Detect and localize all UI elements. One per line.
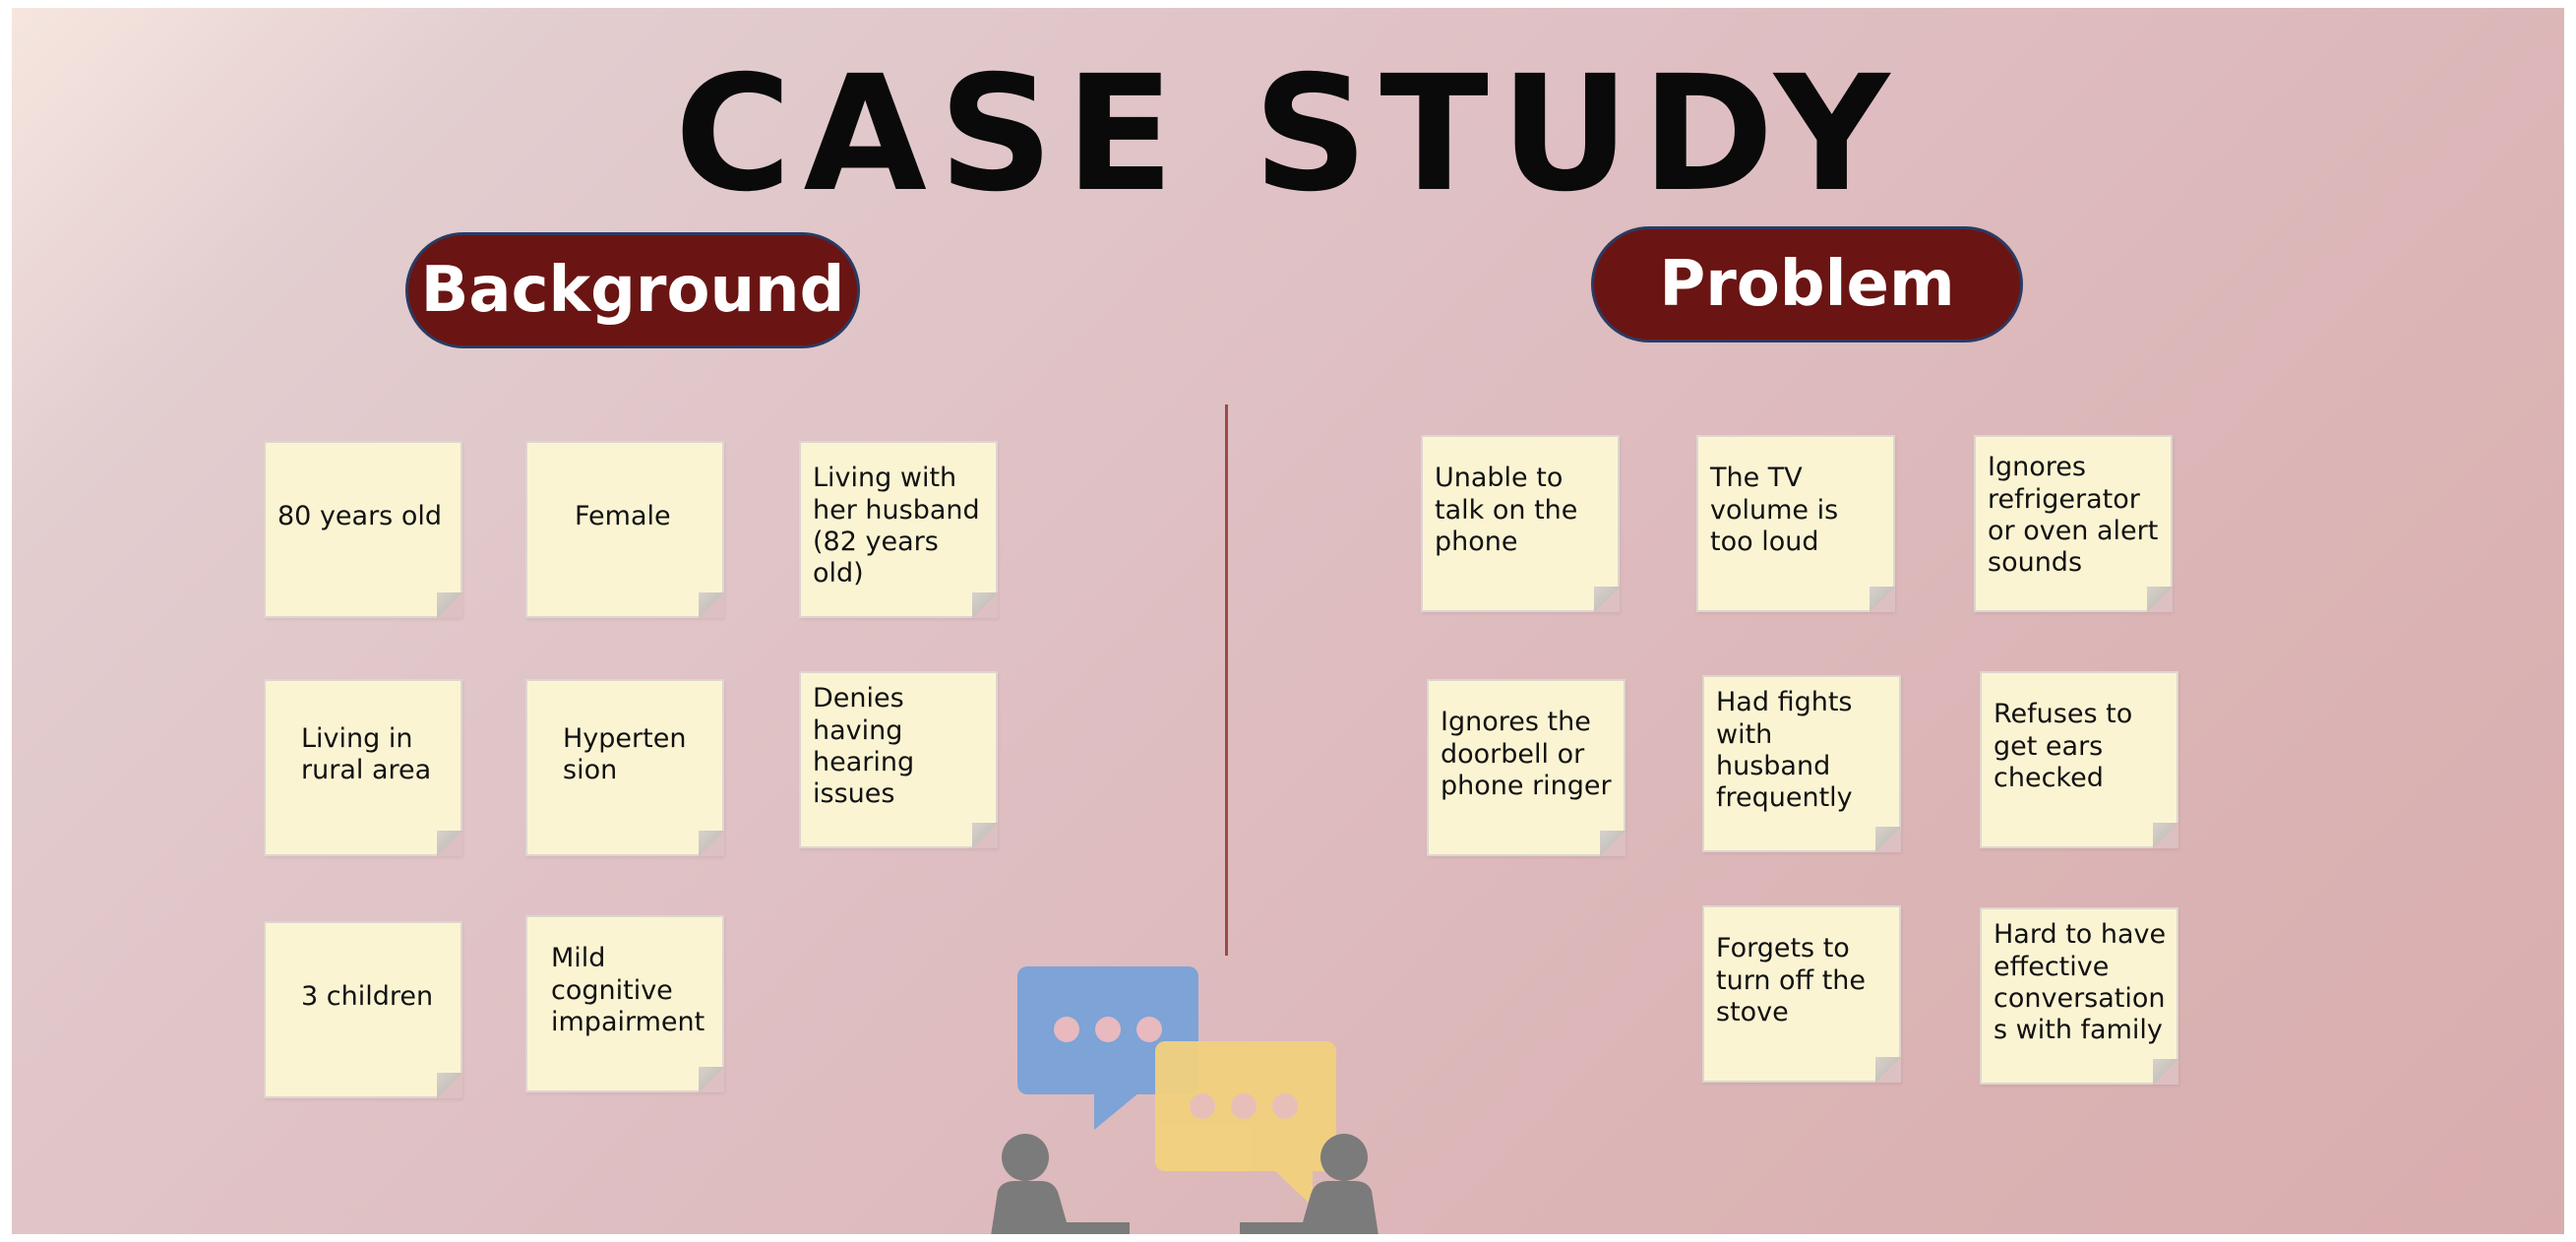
speech-bubble-icon xyxy=(1155,1041,1336,1207)
note-text: Living in rural area xyxy=(301,722,432,785)
note-text: 3 children xyxy=(301,980,434,1012)
note-text: Unable to talk on the phone xyxy=(1435,463,1578,558)
speech-bubble-icon xyxy=(1017,966,1198,1130)
background-note: 3 children xyxy=(264,921,462,1098)
page-title: CASE STUDY xyxy=(674,42,1902,227)
note-text: Female xyxy=(575,500,671,531)
problem-heading: Problem xyxy=(1591,226,2023,342)
background-note: Living in rural area xyxy=(264,679,462,856)
background-note: Hyperten sion xyxy=(525,679,724,856)
note-text: Had fights with husband frequently xyxy=(1716,687,1853,814)
note-text: Denies having hearing issues xyxy=(813,683,915,810)
person-icon xyxy=(1240,1134,1379,1234)
section-divider xyxy=(1225,404,1228,956)
note-text: Hyperten sion xyxy=(563,722,687,785)
background-note: Denies having hearing issues xyxy=(799,671,998,848)
problem-note: Forgets to turn off the stove xyxy=(1702,905,1901,1083)
note-text: Ignores the doorbell or phone ringer xyxy=(1441,707,1612,802)
slide: CASE STUDY Background Problem 80 years o… xyxy=(12,8,2564,1234)
note-text: Forgets to turn off the stove xyxy=(1716,933,1867,1028)
background-note: Female xyxy=(525,441,724,618)
problem-note: Hard to have effective conversation s wi… xyxy=(1980,907,2178,1085)
note-text: Ignores refrigerator or oven alert sound… xyxy=(1988,452,2159,579)
problem-note: The TV volume is too loud xyxy=(1696,435,1895,612)
note-text: Hard to have effective conversation s wi… xyxy=(1993,919,2167,1046)
problem-note: Unable to talk on the phone xyxy=(1421,435,1620,612)
background-heading: Background xyxy=(405,232,860,348)
conversation-graphic xyxy=(991,966,1379,1234)
background-note: 80 years old xyxy=(264,441,462,618)
note-text: Mild cognitive impairment xyxy=(551,943,705,1038)
problem-note: Ignores refrigerator or oven alert sound… xyxy=(1974,435,2173,612)
note-text: Refuses to get ears checked xyxy=(1993,699,2133,794)
problem-note: Ignores the doorbell or phone ringer xyxy=(1427,679,1625,856)
background-note: Mild cognitive impairment xyxy=(525,915,724,1092)
problem-note: Refuses to get ears checked xyxy=(1980,671,2178,848)
note-text: Living with her husband (82 years old) xyxy=(813,463,980,590)
problem-note: Had fights with husband frequently xyxy=(1702,675,1901,852)
note-text: 80 years old xyxy=(277,500,442,531)
note-text: The TV volume is too loud xyxy=(1710,463,1839,558)
background-note: Living with her husband (82 years old) xyxy=(799,441,998,618)
person-icon xyxy=(991,1134,1130,1234)
